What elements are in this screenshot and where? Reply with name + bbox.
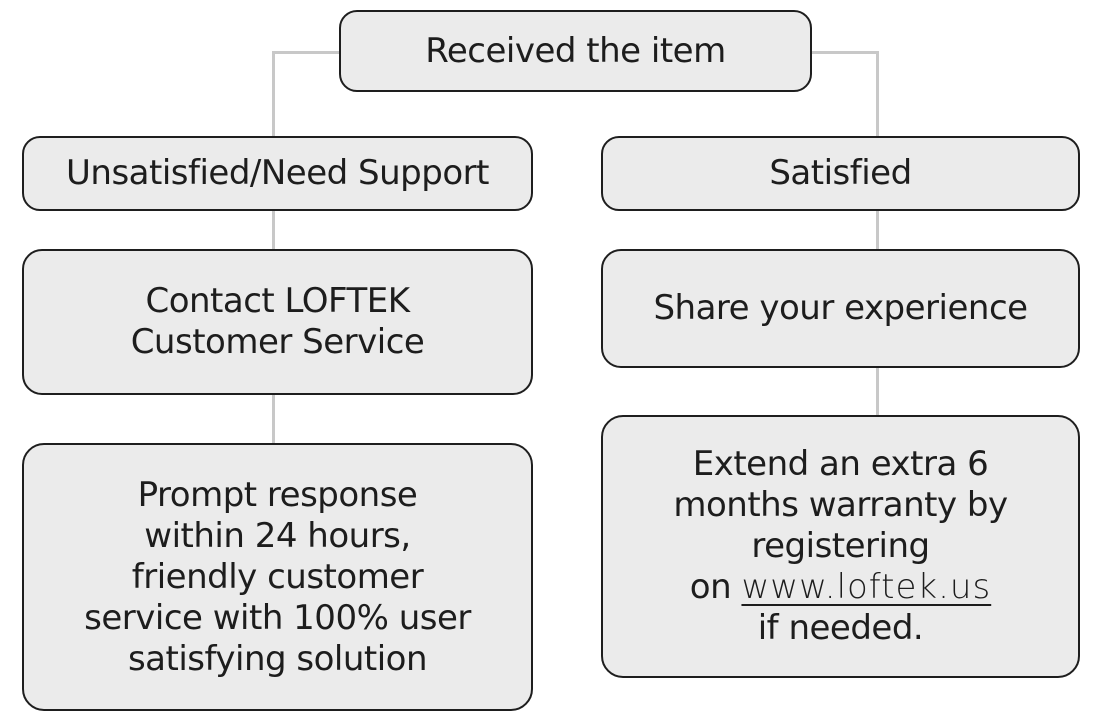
unsatisfied-node: Unsatisfied/Need Support (22, 136, 533, 211)
warranty-link-line: on www.loftek.us (673, 567, 1007, 608)
connector-left-heading-action (272, 209, 275, 251)
root-label: Received the item (425, 30, 726, 71)
prompt-response-line: within 24 hours, (144, 515, 411, 556)
contact-service-text: Contact LOFTEK Customer Service (131, 281, 425, 363)
warranty-line: months warranty by (673, 485, 1008, 525)
satisfied-label: Satisfied (769, 153, 912, 193)
share-experience-node: Share your experience (601, 249, 1080, 368)
prompt-response-line: friendly customer (131, 556, 424, 597)
warranty-line: registering (751, 526, 930, 566)
connector-right-heading-action (876, 209, 879, 251)
warranty-line: if needed. (757, 608, 924, 648)
warranty-text: Extend an extra 6 months warranty by reg… (673, 444, 1008, 649)
prompt-response-line: service with 100% user (84, 597, 471, 638)
unsatisfied-label: Unsatisfied/Need Support (66, 153, 489, 193)
loftek-website-link[interactable]: www.loftek.us (741, 567, 992, 607)
connector-right-action-outcome (876, 366, 879, 417)
prompt-response-node: Prompt response within 24 hours, friendl… (22, 443, 533, 711)
contact-service-node: Contact LOFTEK Customer Service (22, 249, 533, 395)
contact-service-line: Customer Service (130, 322, 425, 362)
connector-left-drop (272, 51, 275, 138)
connector-root-left (272, 51, 340, 54)
warranty-link-prefix: on (689, 567, 742, 607)
prompt-response-text: Prompt response within 24 hours, friendl… (84, 475, 471, 680)
connector-root-right (810, 51, 879, 54)
share-experience-label: Share your experience (653, 288, 1028, 328)
prompt-response-line: Prompt response (137, 474, 418, 515)
contact-service-line: Contact LOFTEK (145, 281, 410, 321)
prompt-response-line: satisfying solution (127, 638, 428, 679)
root-node: Received the item (339, 10, 812, 92)
connector-left-action-outcome (272, 393, 275, 445)
connector-right-drop (876, 51, 879, 138)
warranty-line: Extend an extra 6 (692, 444, 989, 484)
satisfied-node: Satisfied (601, 136, 1080, 211)
warranty-node: Extend an extra 6 months warranty by reg… (601, 415, 1080, 678)
